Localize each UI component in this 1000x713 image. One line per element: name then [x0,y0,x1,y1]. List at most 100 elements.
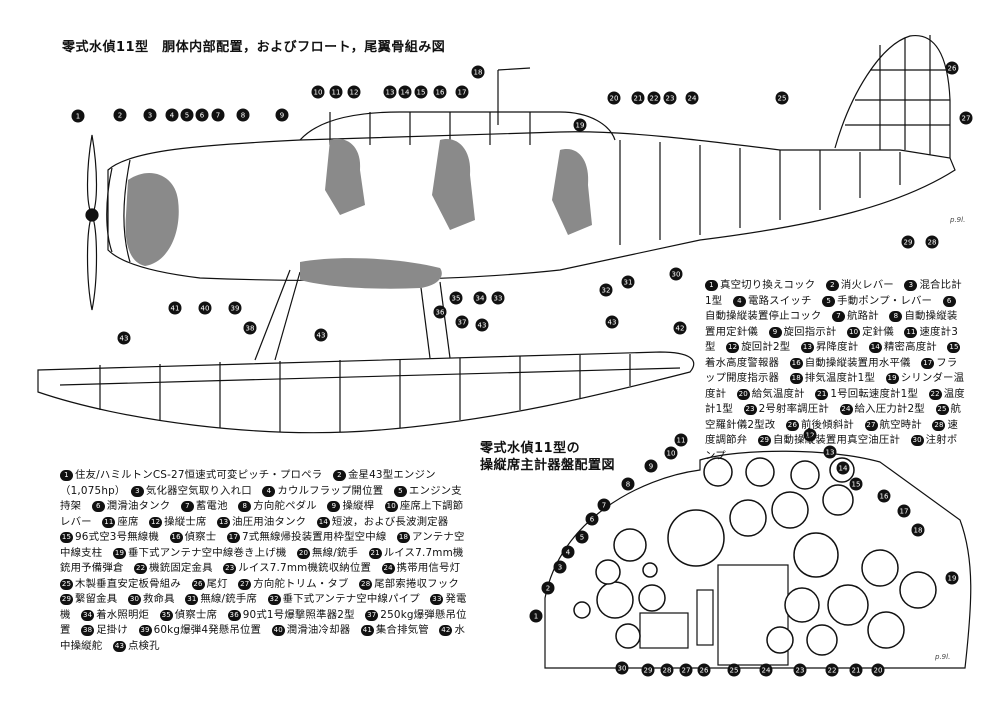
legend-entry-text: 昇降度計 [815,341,859,353]
legend-entry-text: 水中操縦舵 [60,624,466,652]
legend-entry-text: 点検孔 [127,639,160,652]
callout-19: 19 [573,118,587,132]
legend-number-badge: 9 [327,501,341,512]
legend-number-badge: 18 [397,532,411,543]
legend-entry-text: エンジン支持架 [60,484,462,513]
callout-27: 27 [959,111,973,125]
legend-entry-text: 方向舵トリム・タブ [253,577,349,590]
svg-text:26: 26 [700,667,709,675]
legend-entry-text: ルイス7.7mm機銃収納位置 [238,562,372,574]
legend-number-badge: 5 [822,295,836,307]
legend-number-badge: 16 [789,357,803,369]
legend-number-badge: 11 [904,326,918,338]
callout-31: 31 [621,275,635,289]
callout-4: 4 [561,545,575,559]
svg-text:29: 29 [644,667,653,675]
callout-14: 14 [398,85,412,99]
callout-25: 25 [727,663,741,677]
legend-number-badge: 26 [785,419,799,431]
svg-text:43: 43 [317,332,326,340]
callout-34: 34 [473,291,487,305]
svg-text:21: 21 [634,95,643,103]
legend-entry-text: 潤滑油冷却器 [286,624,351,636]
svg-text:14: 14 [401,89,410,97]
callout-37: 37 [455,315,469,329]
legend-number-badge: 12 [149,516,163,528]
callout-36: 36 [433,305,447,319]
legend-entry-text: 携帯用信号灯 [396,562,461,574]
callout-10: 10 [664,446,678,460]
svg-text:19: 19 [576,122,585,130]
legend-number-badge: 34 [81,609,95,621]
legend-number-badge: 26 [191,578,205,590]
svg-text:18: 18 [914,527,923,535]
legend-number-badge: 24 [839,404,853,415]
legend-entry-text: 1号回転速度計1型 [830,387,919,400]
svg-text:3: 3 [558,564,562,572]
propeller-blade-lower [86,213,98,311]
callout-11: 11 [674,433,688,447]
callout-35: 35 [449,291,463,305]
legend-entry-text: 真空切り換えコック [720,279,816,291]
legend-entry-text: 旋回指示計 [783,325,837,338]
svg-text:28: 28 [928,239,937,247]
svg-text:4: 4 [566,549,571,557]
callout-27: 27 [679,663,693,677]
legend-number-badge: 23 [223,563,237,574]
legend-number-badge: 12 [726,342,740,353]
propeller-blade-upper [86,134,98,217]
svg-text:35: 35 [452,295,461,303]
legend-number-badge: 30 [910,435,924,446]
legend-number-badge: 29 [60,594,73,605]
legend-entry-text: 自動操縦装置停止コック [705,310,822,322]
legend-number-badge: 30 [127,594,141,605]
legend-entry-text: 自動操縦装置用定針儀 [705,310,958,338]
legend-number-badge: 10 [384,501,398,512]
callout-21: 21 [631,91,645,105]
callout-26: 26 [697,663,711,677]
legend-entry-text: 尾部索捲収フック [374,577,459,590]
legend-entry-text: 電路スイッチ [748,294,812,307]
legend-entry-text: 60kg爆弾4発懸吊位置 [153,624,262,636]
legend-entry-text: 7式無線帰投装置用枠型空中線 [241,531,387,543]
legend-number-badge: 33 [430,594,444,605]
svg-text:23: 23 [666,95,675,103]
legend-number-badge: 10 [847,326,861,338]
callout-20: 20 [871,663,885,677]
legend-entry-text: 偵察士席 [174,608,218,621]
legend-number-badge: 29 [757,435,771,446]
legend-entry-text: 消火レバー [840,279,894,291]
legend-number-badge: 5 [393,485,407,497]
legend-entry-text: カウルフラップ開位置 [277,484,384,497]
legend-number-badge: 31 [185,594,199,605]
svg-text:15: 15 [417,89,426,97]
legend-entry-text: 給気温度計 [751,387,805,400]
svg-text:37: 37 [458,319,467,327]
callout-6: 6 [585,512,599,526]
svg-text:27: 27 [682,667,691,675]
legend-number-badge: 2 [825,280,839,291]
svg-text:1: 1 [76,113,80,121]
